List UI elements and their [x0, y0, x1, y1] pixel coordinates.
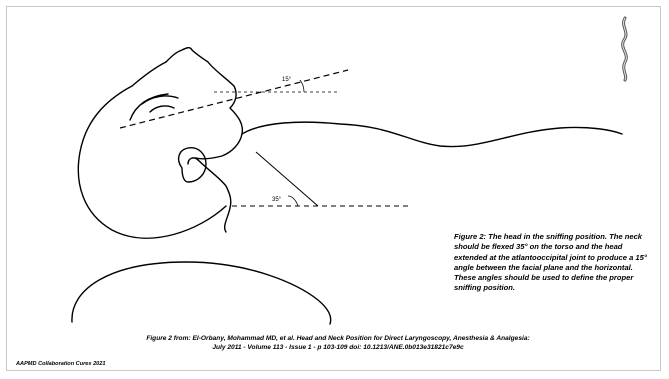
eye — [150, 106, 174, 112]
figure-caption: Figure 2: The head in the sniffing posit… — [454, 232, 654, 294]
brow — [142, 96, 178, 104]
torso-outline — [242, 122, 622, 146]
head-outline — [78, 62, 226, 238]
spine-logo-icon — [616, 16, 634, 82]
footer-text: AAPMD Collaboration Cures 2021 — [16, 361, 106, 367]
facial-plane-line — [120, 70, 348, 128]
ear — [179, 148, 206, 182]
face-profile — [166, 48, 242, 159]
neck-line — [256, 152, 318, 206]
angle-arc-neck — [288, 196, 298, 206]
jaw — [196, 158, 231, 208]
angle-neck-label: 35° — [272, 197, 282, 203]
angle-arc-face — [300, 80, 304, 92]
angle-face-label: 15° — [282, 77, 292, 83]
source-line-1: Figure 2 from: El-Orbany, Mohammad MD, e… — [58, 335, 618, 344]
neck-front — [225, 208, 230, 232]
source-citation: Figure 2 from: El-Orbany, Mohammad MD, e… — [58, 335, 618, 352]
hairline — [130, 94, 168, 120]
source-line-2: July 2011 - Volume 113 - Issue 1 - p 103… — [58, 344, 618, 353]
pillow-outline — [72, 262, 331, 324]
